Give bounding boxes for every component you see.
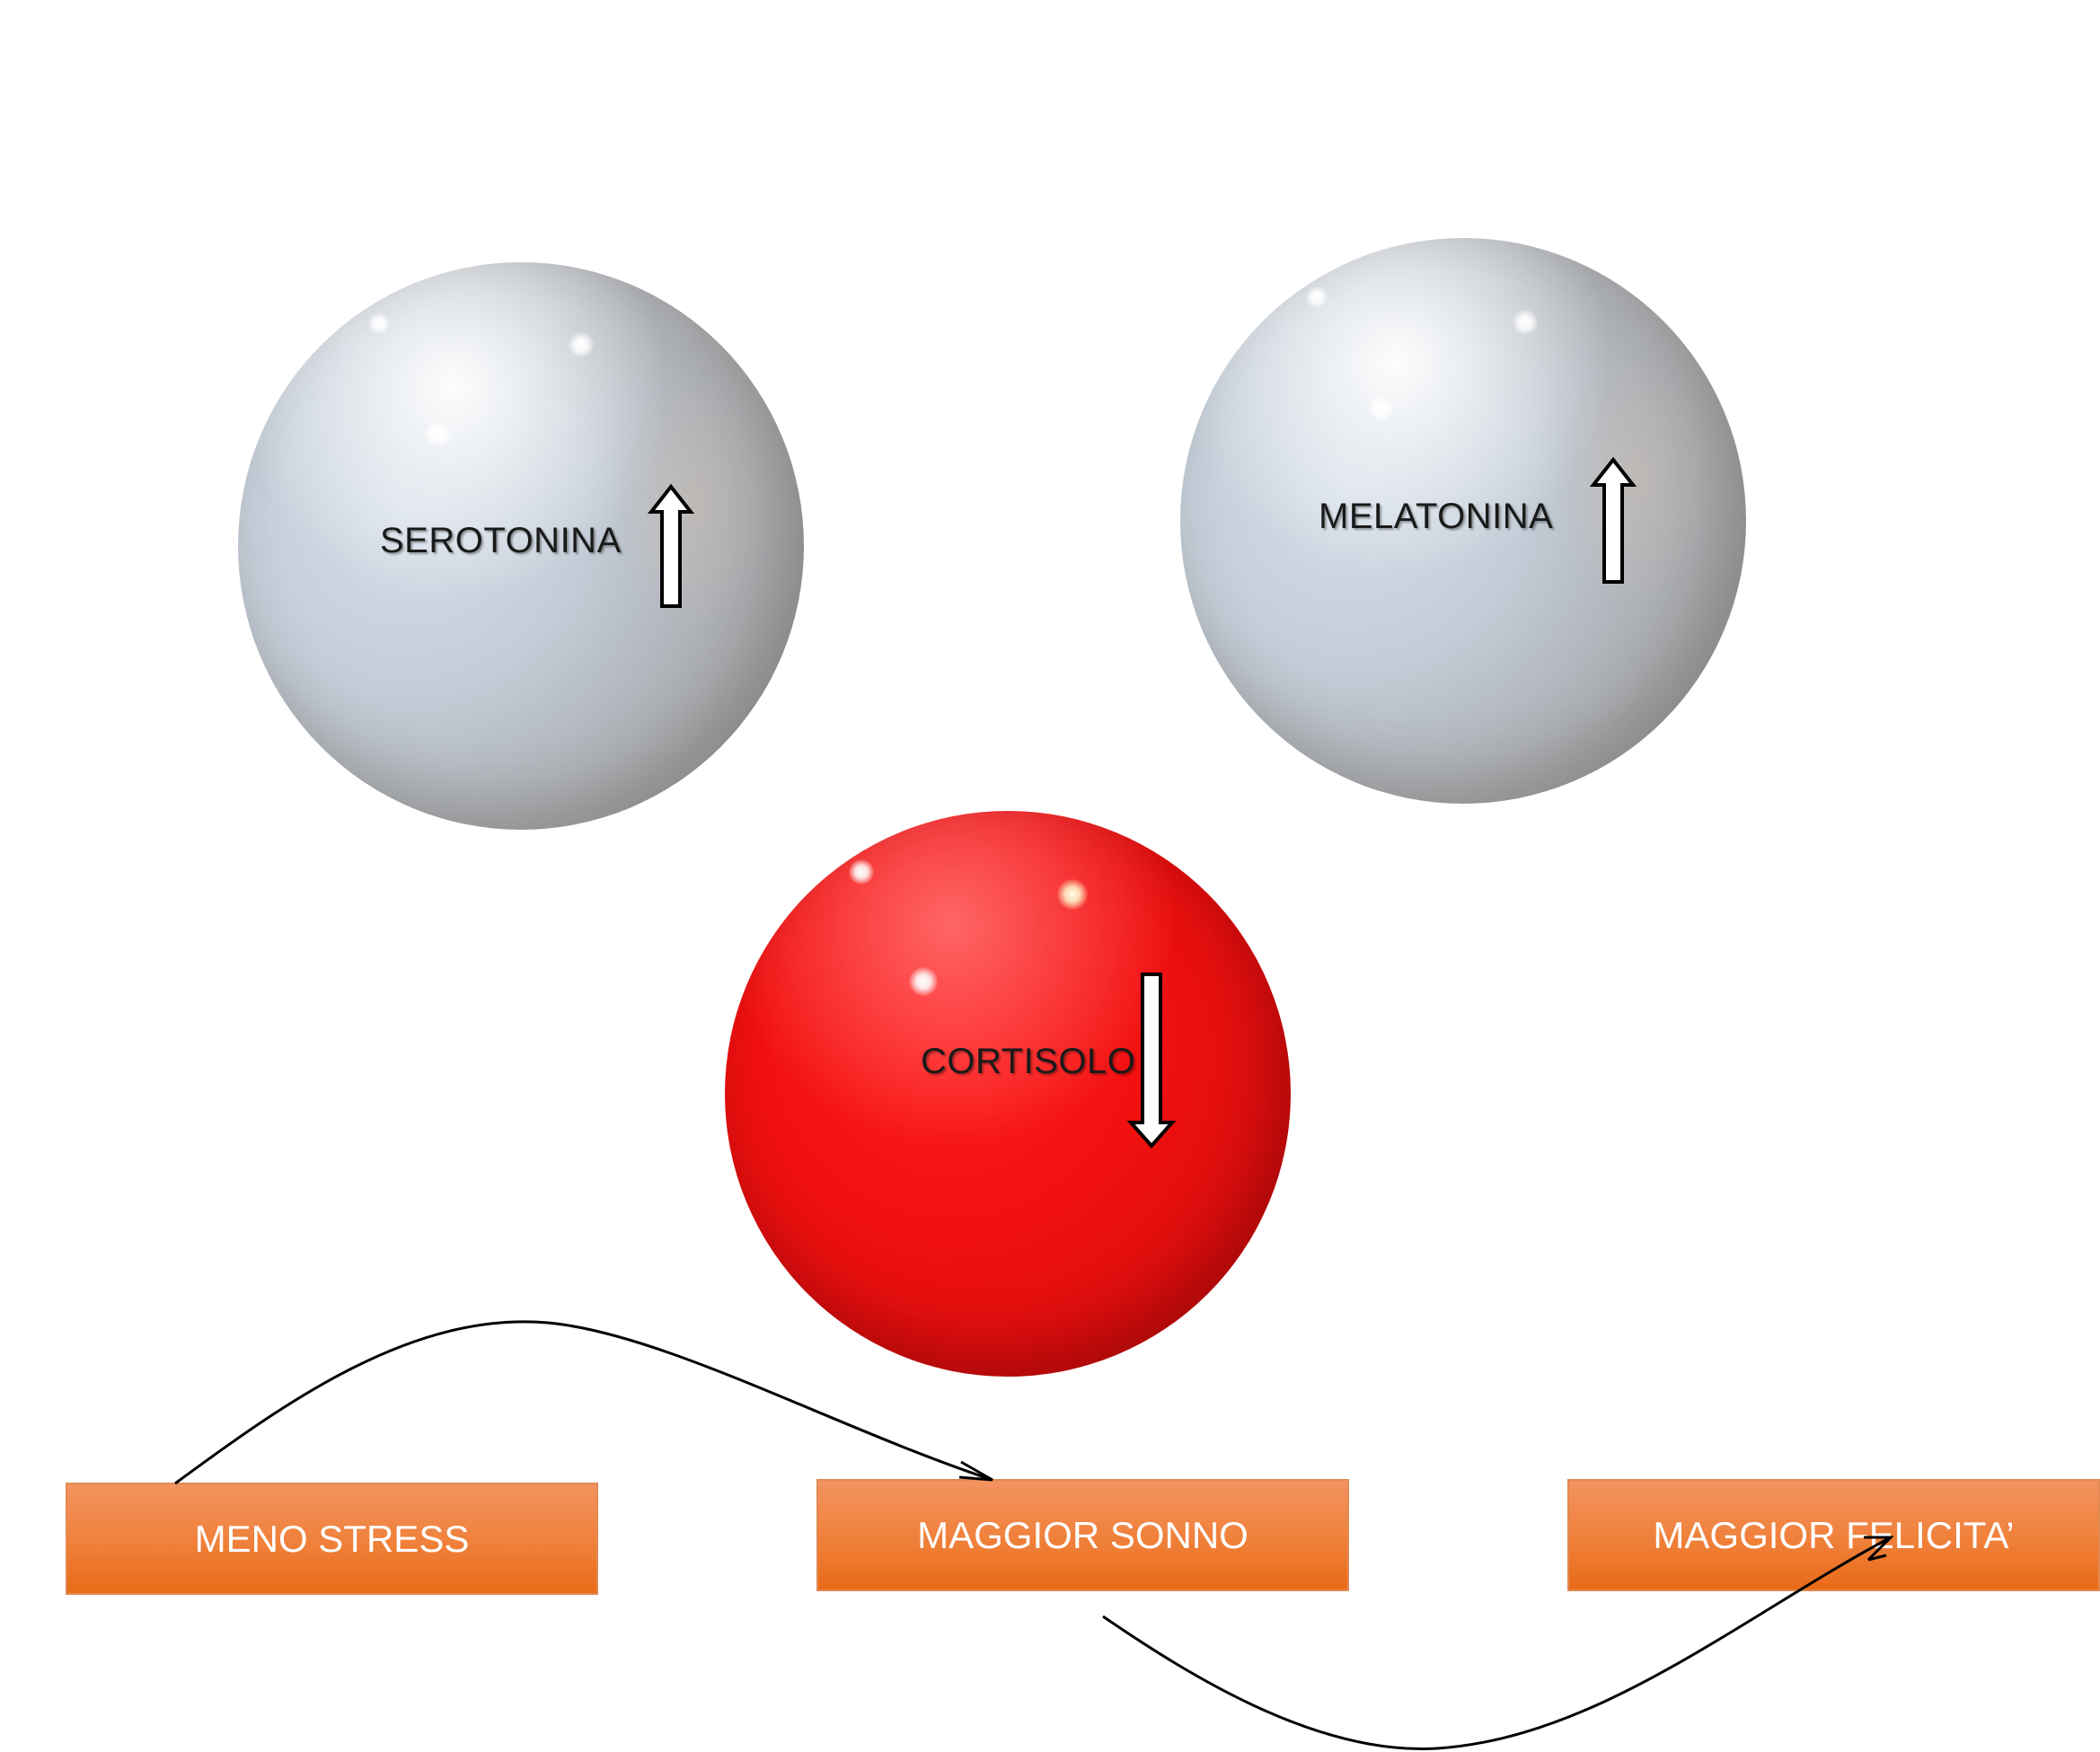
connector-curve (174, 1320, 993, 1485)
serotonina-label: SEROTONINA (380, 521, 622, 560)
sphere-highlight (849, 859, 874, 885)
cortisolo-sphere (725, 811, 1291, 1377)
sphere-highlight (1306, 286, 1328, 308)
up-arrow-icon (647, 483, 695, 608)
sphere-highlight (1057, 879, 1088, 910)
melatonina-label: MELATONINA (1319, 497, 1554, 536)
box-maggior-sonno: MAGGIOR SONNO (816, 1479, 1349, 1591)
sphere-highlight (909, 967, 938, 996)
box-label: MENO STRESS (194, 1517, 470, 1560)
box-label: MAGGIOR SONNO (917, 1513, 1249, 1556)
down-arrow-icon (1126, 973, 1177, 1149)
sphere-highlight (569, 332, 594, 357)
serotonina-sphere (238, 262, 804, 830)
box-maggior-felicita: MAGGIOR FELICITA’ (1567, 1479, 2100, 1591)
melatonina-sphere (1180, 238, 1746, 804)
sphere-highlight (1513, 310, 1538, 335)
up-arrow-icon (1589, 456, 1637, 584)
arrowhead-icon (958, 1460, 993, 1482)
box-meno-stress: MENO STRESS (66, 1483, 598, 1595)
arrowhead-icon (1864, 1536, 1894, 1562)
box-label: MAGGIOR FELICITA’ (1653, 1513, 2015, 1556)
sphere-highlight (1369, 396, 1394, 421)
sphere-highlight (368, 313, 390, 334)
sphere-highlight (425, 420, 452, 447)
cortisolo-label: CORTISOLO (921, 1042, 1136, 1081)
connector-curve (1102, 1536, 1892, 1751)
